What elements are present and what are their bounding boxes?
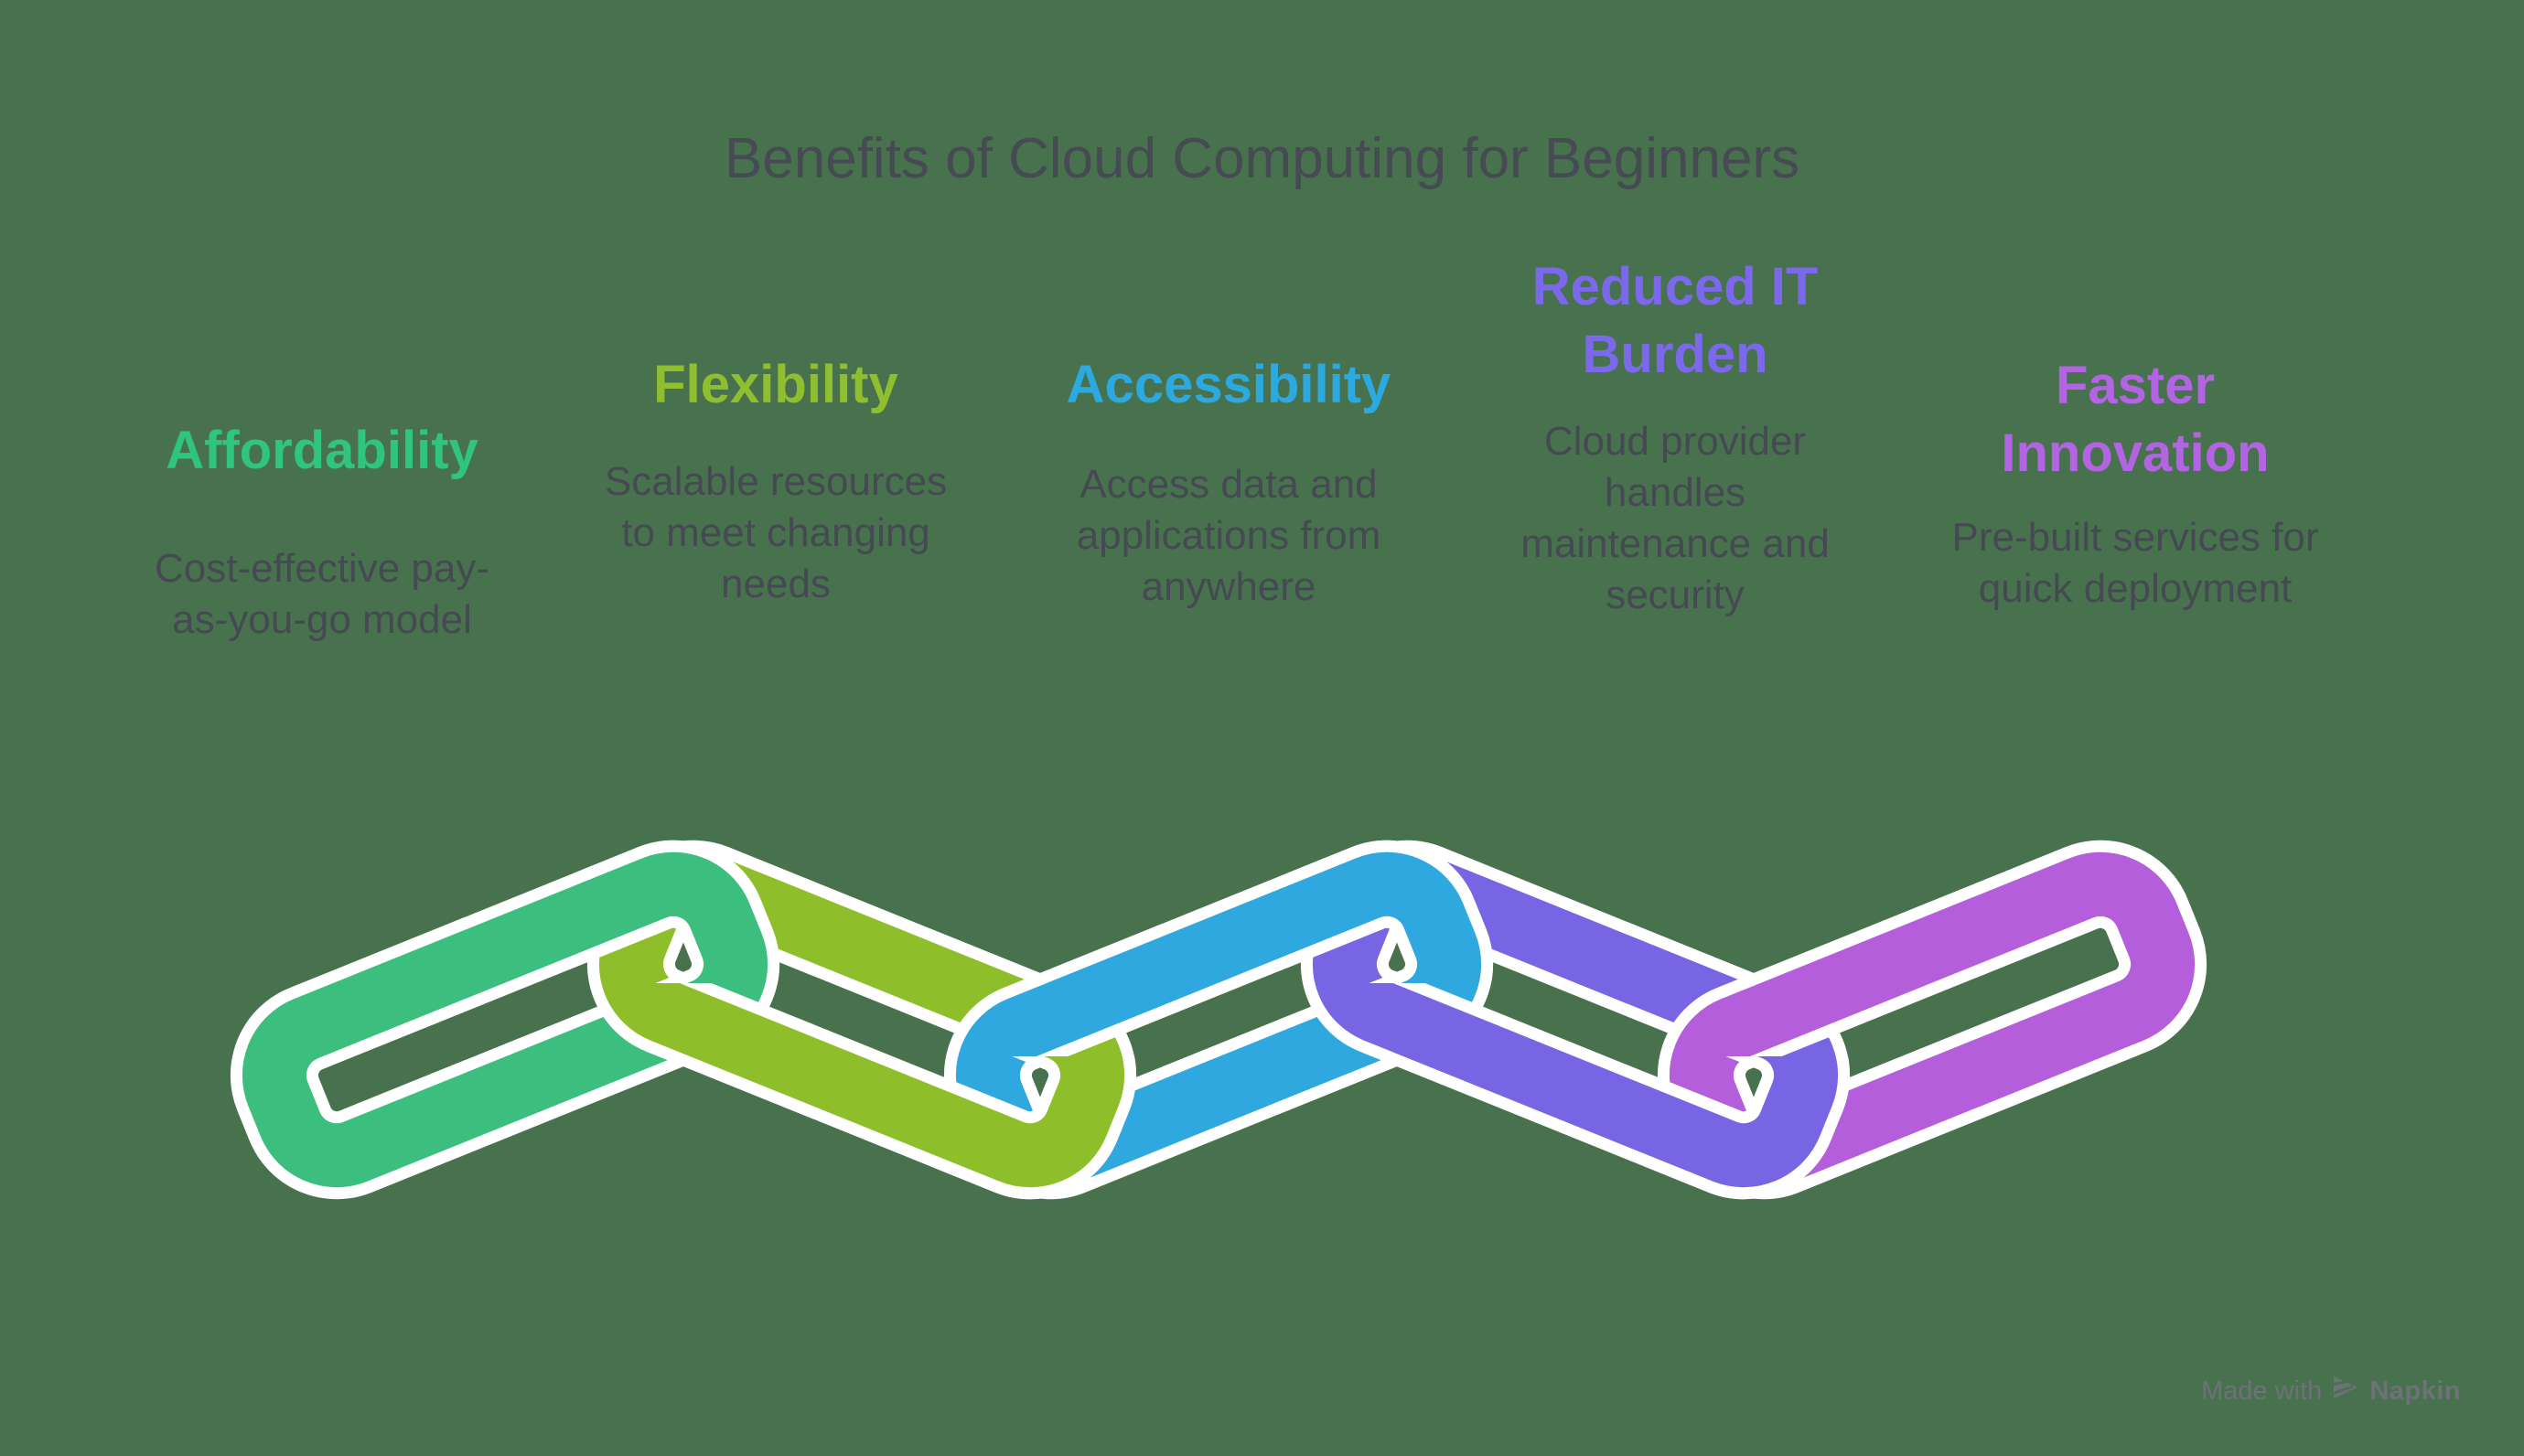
benefit-heading-accessibility: Accessibility (1066, 355, 1391, 414)
benefit-column-accessibility: Accessibility Access data and applicatio… (1018, 351, 1439, 613)
watermark-made-with: Made with (2201, 1376, 2323, 1406)
chain-weave-fix-1 (930, 1056, 1137, 1200)
chain-weave-fix-2 (1287, 840, 1494, 983)
chain-weave-fix-3 (1644, 1056, 1851, 1200)
chain-weave-fix-0 (574, 840, 780, 983)
benefit-column-affordability: Affordability Cost-effective pay-as-you-… (112, 417, 532, 646)
benefit-description-affordability: Cost-effective pay-as-you-go model (154, 546, 489, 642)
benefit-heading-flexibility: Flexibility (653, 355, 898, 414)
benefit-column-reduced-it-burden: Reduced IT Burden Cloud provider handles… (1465, 253, 1885, 621)
benefit-column-flexibility: Flexibility Scalable resources to meet c… (565, 351, 986, 610)
napkin-logo-icon (2331, 1374, 2360, 1408)
benefit-heading-affordability: Affordability (166, 421, 478, 480)
benefit-description-reduced-it-burden: Cloud provider handles maintenance and s… (1520, 419, 1830, 617)
benefit-column-faster-innovation: Faster Innovation Pre-built services for… (1925, 352, 2346, 615)
benefit-description-flexibility: Scalable resources to meet changing need… (604, 459, 948, 606)
watermark: Made with Napkin (2201, 1374, 2461, 1408)
watermark-brand: Napkin (2369, 1376, 2461, 1406)
page-title: Benefits of Cloud Computing for Beginner… (724, 127, 1800, 190)
benefit-heading-faster-innovation: Faster Innovation (2001, 356, 2270, 483)
benefit-heading-reduced-it-burden: Reduced IT Burden (1531, 257, 1819, 384)
benefit-description-accessibility: Access data and applications from anywhe… (1076, 462, 1381, 609)
benefit-description-faster-innovation: Pre-built services for quick deployment (1951, 515, 2319, 611)
